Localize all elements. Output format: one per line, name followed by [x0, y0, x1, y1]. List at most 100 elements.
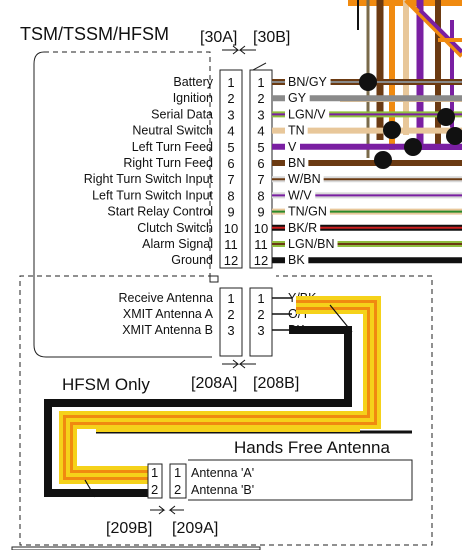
antenna-209a-pin-1: 1: [174, 465, 181, 480]
pin-signal-label: Battery: [173, 75, 213, 89]
pin-30b-number: 12: [254, 253, 268, 268]
wire-label-bg: [285, 123, 308, 138]
pin-30b-number: 8: [257, 188, 264, 203]
antenna-209a-pin-2: 2: [174, 482, 181, 497]
antenna-pin-a-label: Antenna 'A': [191, 466, 254, 480]
connector-30a: [219, 69, 243, 269]
splice-dot: [446, 127, 462, 145]
wire-color-code: BN/GY: [288, 75, 328, 89]
wire-label-bg: [285, 220, 321, 235]
pin-row-10: Clutch Switch 10 10 BK/R: [137, 220, 462, 236]
pin-208a-number: 3: [227, 323, 234, 338]
splice-dot: [437, 108, 455, 126]
splice-dot: [359, 73, 377, 91]
pin-signal-label: Serial Data: [151, 107, 213, 121]
pin-row-12: Ground 12 12 BK: [171, 253, 462, 268]
pin-30b-number: 2: [257, 91, 264, 106]
pin-30b-number: 9: [257, 205, 264, 220]
pin-signal-label: Right Turn Feed: [123, 156, 213, 170]
pin-signal-label: Alarm Signal: [142, 237, 213, 251]
pin-signal-label: Neutral Switch: [132, 124, 213, 138]
wire-color-code: BN: [288, 156, 305, 170]
pin-30a-number: 4: [227, 124, 234, 139]
pin-30b-number: 6: [257, 156, 264, 171]
wire-label-bg: [285, 188, 316, 203]
pin-30a-number: 11: [224, 237, 238, 252]
pin-30a-number: 1: [227, 75, 234, 90]
splice-dot: [383, 121, 401, 139]
connector-209b-label: [209B]: [106, 520, 152, 537]
pin-30a-number: 9: [227, 205, 234, 220]
connector-209b: [147, 463, 163, 499]
antenna-209b-pin-1: 1: [151, 465, 158, 480]
pin-208b-number: 2: [257, 307, 264, 322]
wire-label-bg: [285, 237, 338, 251]
pin-signal-label: Receive Antenna: [118, 291, 213, 305]
module-outline: [19, 51, 433, 546]
splice-dot: [404, 138, 422, 156]
wire-label-bg: [285, 107, 330, 122]
wire-color-code: BK/R: [288, 221, 317, 235]
connector-208b: [249, 287, 273, 357]
wire-label-bg: [285, 156, 309, 170]
pin-30a-number: 3: [227, 107, 234, 122]
pin-208a-number: 1: [227, 291, 234, 306]
pin-signal-label: Right Turn Switch Input: [84, 172, 214, 186]
wire-label-bg: [285, 139, 300, 154]
pin-signal-label: Left Turn Feed: [132, 140, 213, 154]
pin-30b-number: 3: [257, 107, 264, 122]
pin-30b-number: 11: [254, 237, 268, 252]
connector-30b: [249, 69, 273, 269]
pin-30a-number: 10: [224, 221, 238, 236]
wire-color-code: GY: [288, 91, 307, 105]
wire-label-bg: [285, 75, 331, 89]
pin-30b-number: 7: [257, 172, 264, 187]
wire-label-bg: [285, 91, 310, 106]
pin-row-11: Alarm Signal 11 11 LGN/BN: [142, 237, 462, 252]
antenna-pin-b-label: Antenna 'B': [191, 483, 254, 497]
pin-30a-number: 12: [224, 253, 238, 268]
hfsm-only-label: HFSM Only: [62, 375, 150, 394]
pin-signal-label: Clutch Switch: [137, 221, 213, 235]
pin-signal-label: XMIT Antenna A: [123, 307, 214, 321]
wire-label-bg: [285, 204, 330, 219]
wire-color-code: LGN/BN: [288, 237, 335, 251]
pin-signal-label: Ground: [171, 253, 213, 267]
wire-color-code: BK: [288, 253, 305, 267]
connector-208a-label: [208A]: [191, 375, 237, 392]
pin-208a-number: 2: [227, 307, 234, 322]
connector-209a-label: [209A]: [172, 520, 218, 537]
connector-30a-label: [30A]: [200, 29, 237, 46]
splice-dot: [374, 151, 392, 169]
antenna-body: [188, 459, 413, 501]
antenna-title: Hands Free Antenna: [234, 438, 390, 457]
pin-208b-number: 3: [257, 323, 264, 338]
connector-arrows-antenna: [150, 505, 184, 515]
connector-30b-label: [30B]: [253, 29, 290, 46]
wire-label-bg: [285, 253, 309, 268]
pin-30a-number: 6: [227, 156, 234, 171]
wire-color-code: TN: [288, 124, 305, 138]
pin-30b-number: 5: [257, 140, 264, 155]
pin-30a-number: 2: [227, 91, 234, 106]
connector-208b-label: [208B]: [253, 375, 299, 392]
pin-30b-number: 10: [254, 221, 268, 236]
pin-signal-label: XMIT Antenna B: [122, 323, 213, 337]
pin-30a-number: 8: [227, 188, 234, 203]
antenna-cable: [44, 296, 412, 498]
wire-label-bg: [285, 172, 324, 187]
connector-208a: [219, 287, 243, 357]
connector-arrows-top: [222, 45, 256, 55]
wire-color-code: W/V: [288, 188, 312, 202]
splice-points: [359, 73, 462, 169]
